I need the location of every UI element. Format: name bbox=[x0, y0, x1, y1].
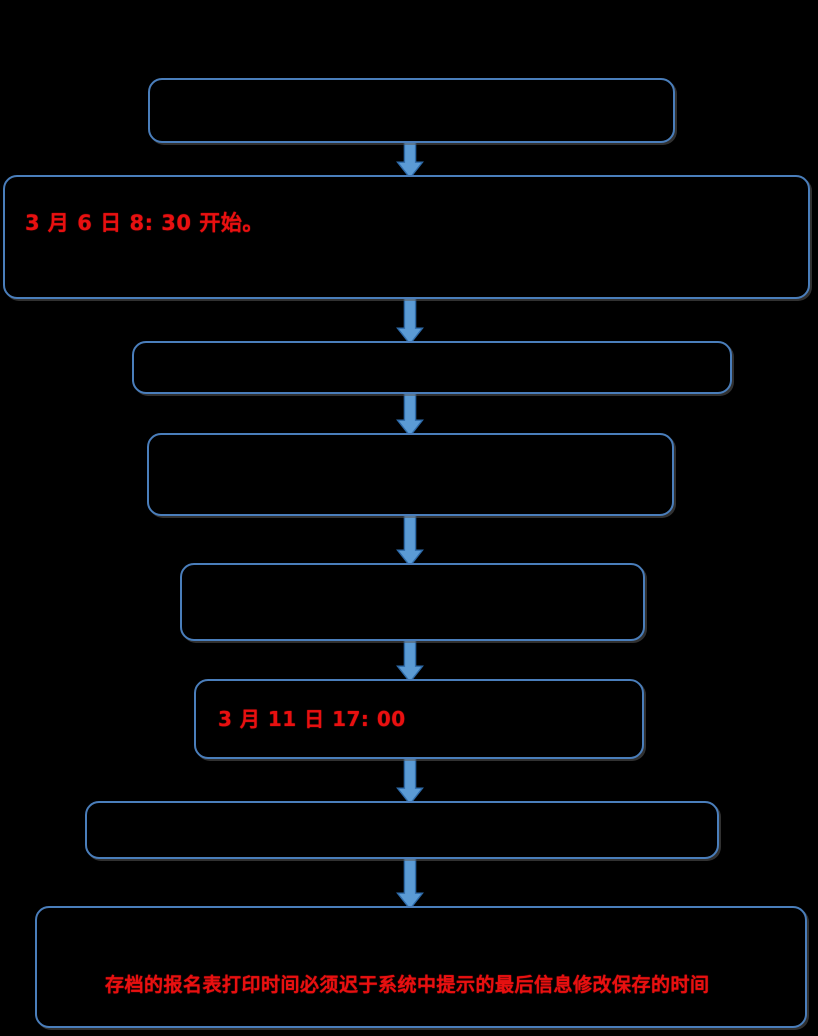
flow-node-3[interactable] bbox=[132, 341, 732, 394]
flow-node-8-text: 存档的报名表打印时间必须迟于系统中提示的最后信息修改保存的时间 bbox=[105, 974, 710, 996]
flow-arrow-down-icon bbox=[396, 141, 424, 179]
flow-node-2-text: 3 月 6 日 8: 30 开始。 bbox=[25, 211, 264, 235]
flow-node-7[interactable] bbox=[85, 801, 719, 859]
flow-arrow-down-icon bbox=[396, 297, 424, 345]
flow-node-5[interactable] bbox=[180, 563, 645, 641]
flow-arrow-down-icon bbox=[396, 639, 424, 683]
flow-arrow-down-icon bbox=[396, 392, 424, 437]
flow-arrow-down-icon bbox=[396, 514, 424, 567]
flow-node-6[interactable]: 3 月 11 日 17: 00 bbox=[194, 679, 644, 759]
flow-arrow-down-icon bbox=[396, 757, 424, 805]
flow-node-2[interactable]: 3 月 6 日 8: 30 开始。 bbox=[3, 175, 810, 299]
flow-node-8[interactable]: 存档的报名表打印时间必须迟于系统中提示的最后信息修改保存的时间 bbox=[35, 906, 807, 1028]
flow-arrow-down-icon bbox=[396, 857, 424, 910]
flow-node-6-text: 3 月 11 日 17: 00 bbox=[218, 707, 406, 731]
flow-node-1[interactable] bbox=[148, 78, 675, 143]
flow-node-4[interactable] bbox=[147, 433, 674, 516]
